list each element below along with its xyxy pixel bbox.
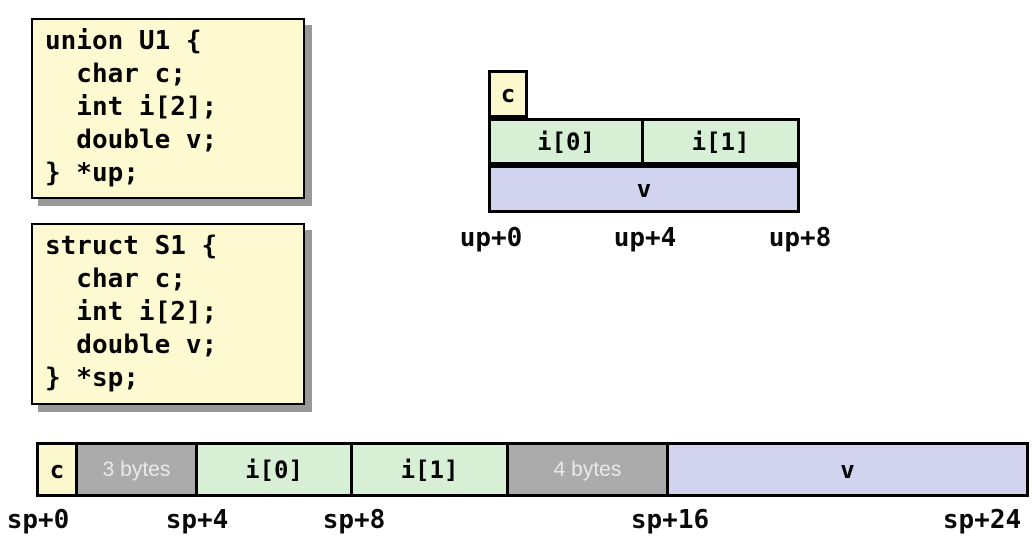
struct-char-cell: c [39, 445, 78, 494]
code-line: char c; [45, 264, 186, 294]
code-line: } *up; [45, 158, 139, 188]
union-offset-label: up+8 [768, 223, 832, 253]
union-code-box: union U1 { char c; int i[2]; double v; }… [31, 18, 305, 199]
union-int0-cell: i[0] [491, 121, 644, 162]
struct-int0-cell: i[0] [198, 445, 353, 494]
union-int-row: i[0] i[1] [488, 118, 800, 165]
struct-int1-cell: i[1] [353, 445, 509, 494]
struct-padding-cell: 3 bytes [78, 445, 198, 494]
struct-code-box: struct S1 { char c; int i[2]; double v; … [31, 223, 305, 405]
struct-offset-label: sp+0 [6, 505, 70, 535]
union-char-cell: c [488, 70, 528, 118]
code-line: union U1 { [45, 26, 202, 56]
union-offset-label: up+4 [613, 223, 677, 253]
union-int1-cell: i[1] [691, 127, 750, 156]
code-line: double v; [45, 330, 218, 360]
struct-double-cell: v [669, 445, 1026, 494]
struct-memory-diagram: c 3 bytes i[0] i[1] 4 bytes v [36, 442, 1029, 497]
struct-offset-label: sp+24 [942, 505, 1022, 535]
union-memory-diagram: c i[0] i[1] v up+0 up+4 up+8 [460, 70, 831, 260]
code-line: struct S1 { [45, 231, 218, 261]
code-line: int i[2]; [45, 297, 218, 327]
code-line: double v; [45, 125, 218, 155]
union-offset-label: up+0 [459, 223, 523, 253]
union-double-cell: v [488, 165, 800, 213]
code-line: char c; [45, 59, 186, 89]
struct-offset-label: sp+16 [630, 505, 710, 535]
code-line: int i[2]; [45, 92, 218, 122]
struct-padding-cell: 4 bytes [509, 445, 669, 494]
struct-offset-label: sp+4 [165, 505, 229, 535]
struct-offset-label: sp+8 [322, 505, 386, 535]
code-line: } *sp; [45, 363, 139, 393]
